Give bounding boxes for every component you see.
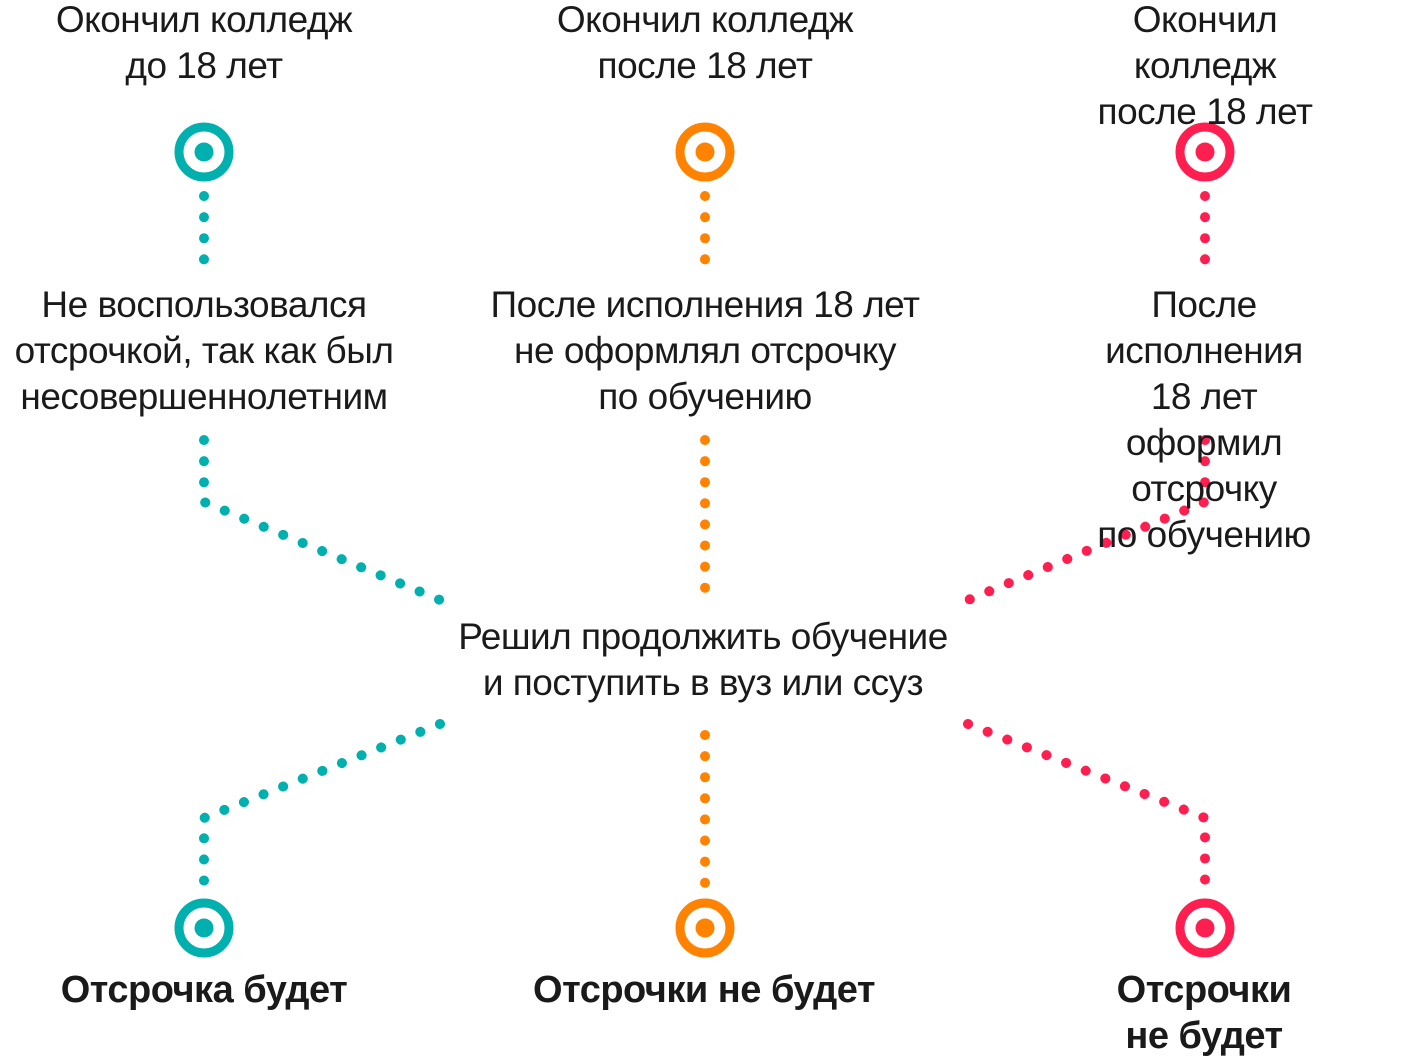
connectors — [199, 191, 1210, 888]
connector-mid-3 — [963, 435, 1210, 605]
condition-label-3: После исполнения 18 лет оформил отсрочку… — [1097, 284, 1311, 555]
outcome-label-3: Отсрочки не будет — [1116, 969, 1292, 1057]
connector-mid-1 — [199, 435, 445, 605]
connector-low-1 — [199, 719, 445, 888]
connector-low-3 — [963, 719, 1210, 888]
start-marker-3-icon — [1175, 122, 1235, 182]
outcome-marker-1-icon — [174, 898, 234, 958]
start-marker-1-icon — [174, 122, 234, 182]
diagram-canvas — [174, 122, 1235, 958]
outcome-marker-2-icon — [675, 898, 735, 958]
outcome-marker-3-icon — [1175, 898, 1235, 958]
start-marker-2-icon — [675, 122, 735, 182]
condition-label-1: Не воспользовался отсрочкой, так как был… — [14, 284, 394, 417]
outcome-label-2: Отсрочки не будет — [533, 969, 875, 1011]
center-label: Решил продолжить обучение и поступить в … — [458, 616, 948, 703]
start-label-2: Окончил колледж после 18 лет — [556, 0, 854, 86]
condition-label-2: После исполнения 18 лет не оформлял отср… — [490, 284, 920, 417]
markers — [174, 122, 1235, 958]
outcome-label-1: Отсрочка будет — [60, 969, 348, 1011]
start-label-1: Окончил колледж до 18 лет — [55, 0, 353, 86]
start-label-3: Окончил колледж после 18 лет — [1097, 0, 1313, 132]
